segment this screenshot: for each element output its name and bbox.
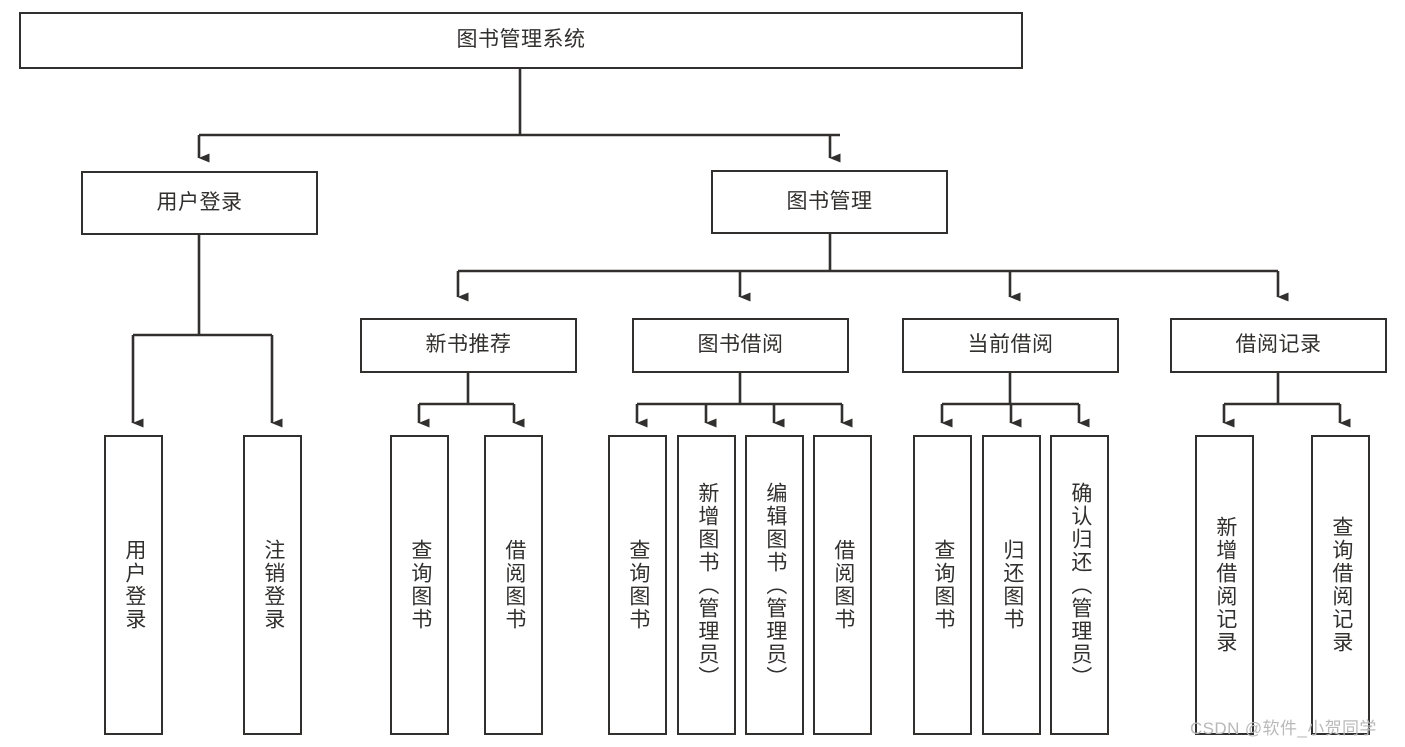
node-borrow-record[interactable]: 借阅记录: [1170, 318, 1387, 373]
node-label: 借阅图书: [502, 539, 526, 631]
leaf-book-borrow-edit[interactable]: 编辑图书（管理员）: [745, 435, 804, 735]
node-label: 图书借阅: [697, 333, 784, 357]
node-label: 注销登录: [261, 539, 285, 631]
leaf-book-borrow-query[interactable]: 查询图书: [608, 435, 667, 735]
csdn-watermark: CSDN @软件_小贺同学: [1190, 719, 1377, 738]
node-label: 当前借阅: [967, 333, 1054, 357]
leaf-current-borrow-query[interactable]: 查询图书: [913, 435, 972, 735]
node-label: 确认归还（管理员）: [1068, 482, 1092, 689]
leaf-book-borrow-add[interactable]: 新增图书（管理员）: [677, 435, 736, 735]
leaf-borrow-record-add[interactable]: 新增借阅记录: [1195, 435, 1254, 735]
node-label: 新书推荐: [425, 333, 512, 357]
leaf-current-borrow-confirm[interactable]: 确认归还（管理员）: [1050, 435, 1109, 735]
node-label: 用户登录: [156, 190, 243, 214]
leaf-book-borrow-borrow[interactable]: 借阅图书: [813, 435, 872, 735]
node-label: 查询图书: [408, 539, 432, 631]
node-label: 查询借阅记录: [1329, 516, 1353, 654]
node-label: 归还图书: [1000, 539, 1024, 631]
node-current-borrow[interactable]: 当前借阅: [902, 318, 1119, 373]
node-label: 图书管理: [786, 189, 873, 213]
node-label: 查询图书: [931, 539, 955, 631]
leaf-user-login-logout[interactable]: 注销登录: [243, 435, 302, 735]
node-label: 新增借阅记录: [1213, 516, 1237, 654]
node-label: 用户登录: [122, 539, 146, 631]
node-book-management[interactable]: 图书管理: [711, 170, 948, 234]
leaf-new-book-borrow[interactable]: 借阅图书: [484, 435, 543, 735]
leaf-new-book-query[interactable]: 查询图书: [390, 435, 449, 735]
leaf-user-login-login[interactable]: 用户登录: [104, 435, 163, 735]
node-new-book-recommend[interactable]: 新书推荐: [360, 318, 577, 373]
node-label: 借阅图书: [831, 539, 855, 631]
node-book-borrow[interactable]: 图书借阅: [632, 318, 849, 373]
node-label: 借阅记录: [1235, 333, 1322, 357]
node-root-system[interactable]: 图书管理系统: [19, 12, 1023, 69]
leaf-borrow-record-query[interactable]: 查询借阅记录: [1311, 435, 1370, 735]
node-label: 编辑图书（管理员）: [763, 482, 787, 689]
node-label: 新增图书（管理员）: [695, 482, 719, 689]
leaf-current-borrow-return[interactable]: 归还图书: [982, 435, 1041, 735]
node-label: 查询图书: [626, 539, 650, 631]
node-label: 图书管理系统: [456, 28, 586, 52]
node-user-login[interactable]: 用户登录: [81, 171, 318, 235]
